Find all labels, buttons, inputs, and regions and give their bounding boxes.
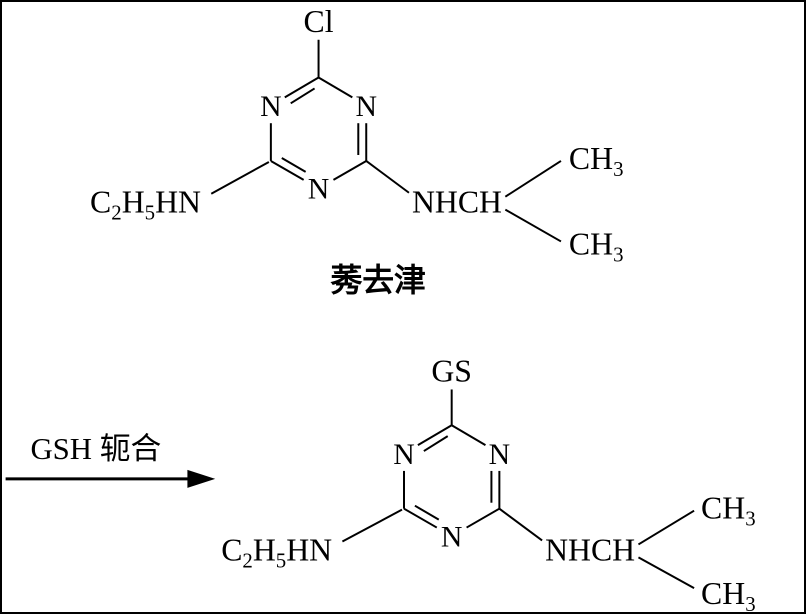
gs-label: GS — [431, 354, 472, 389]
ethyl-sub5: 5 — [276, 548, 286, 572]
methyl-lower-ch: CH — [569, 226, 613, 261]
ring-edge-bottom-left — [270, 160, 305, 181]
methyl-lower-ch: CH — [701, 576, 745, 611]
methyl-upper-sub3: 3 — [613, 157, 623, 181]
double-bond-inner-top-left — [423, 435, 449, 452]
bond-ethylamino-ring — [210, 161, 270, 195]
ring-edge-bottom-left — [403, 507, 438, 529]
ethyl-hn: HN — [286, 532, 332, 567]
methyl-lower: CH3 — [701, 576, 756, 612]
product-molecule: GS N N N C2H5HN NHCH CH3 CH3 — [221, 354, 755, 612]
bond-ch-methyl-upper — [504, 160, 562, 198]
ring-edge-top-left — [417, 424, 453, 446]
ethyl-sub2: 2 — [242, 548, 252, 572]
methyl-lower: CH3 — [569, 226, 624, 266]
reactant-caption: 莠去津 — [329, 263, 425, 298]
ethyl-hn: HN — [155, 185, 201, 220]
methyl-upper: CH3 — [569, 141, 624, 181]
ring-nitrogen-bottom: N — [441, 520, 463, 553]
ethyl-c: C — [221, 532, 242, 567]
chloro-label: Cl — [304, 4, 334, 39]
arrow-head — [187, 469, 216, 488]
methyl-lower-sub3: 3 — [613, 242, 623, 266]
isopropylamino-group: NHCH — [412, 185, 502, 220]
isopropylamino-group: NHCH — [545, 532, 635, 567]
reaction-arrow: GSH 轭合 — [5, 432, 216, 488]
bond-ring-nhch — [498, 507, 543, 542]
ring-nitrogen-bottom: N — [308, 173, 330, 206]
bond-ch-methyl-lower — [504, 208, 562, 243]
methyl-upper-ch: CH — [569, 141, 613, 176]
ethyl-c: C — [90, 185, 111, 220]
ethylamino-group: C2H5HN — [221, 532, 332, 572]
reactant-molecule: Cl N N N C2H5HN NHCH CH3 CH3 莠去津 — [90, 4, 623, 298]
bond-ch-methyl-lower — [637, 556, 695, 590]
ethyl-h: H — [122, 185, 145, 220]
bond-ethylamino-ring — [341, 508, 403, 543]
ring-nitrogen-right: N — [355, 90, 377, 123]
ethyl-h: H — [253, 532, 276, 567]
methyl-upper-sub3: 3 — [745, 507, 755, 531]
methyl-lower-sub3: 3 — [745, 592, 755, 612]
product-bonds — [341, 389, 695, 590]
ethyl-sub2: 2 — [111, 201, 121, 225]
methyl-upper-ch: CH — [701, 491, 745, 526]
arrow-label: GSH 轭合 — [30, 432, 161, 466]
ring-edge-top-left — [284, 76, 320, 99]
ring-edge-bottom-right — [332, 160, 367, 181]
ring-edge-bottom-right — [466, 507, 500, 529]
ring-nitrogen-left: N — [393, 438, 415, 471]
ring-nitrogen-left: N — [260, 90, 282, 123]
ring-edge-top-right — [451, 424, 486, 446]
bond-ring-nhch — [365, 160, 410, 194]
reactant-bonds — [210, 39, 562, 243]
ethylamino-group: C2H5HN — [90, 185, 201, 225]
ring-nitrogen-right: N — [489, 438, 511, 471]
double-bond-inner-top-left — [290, 87, 316, 105]
ring-edge-top-right — [318, 76, 353, 99]
double-bond-inner-bottom-left — [281, 157, 307, 173]
methyl-upper: CH3 — [701, 491, 756, 531]
double-bond-inner-bottom-left — [414, 504, 440, 521]
ethyl-sub5: 5 — [145, 201, 155, 225]
bond-ch-methyl-upper — [637, 509, 695, 546]
